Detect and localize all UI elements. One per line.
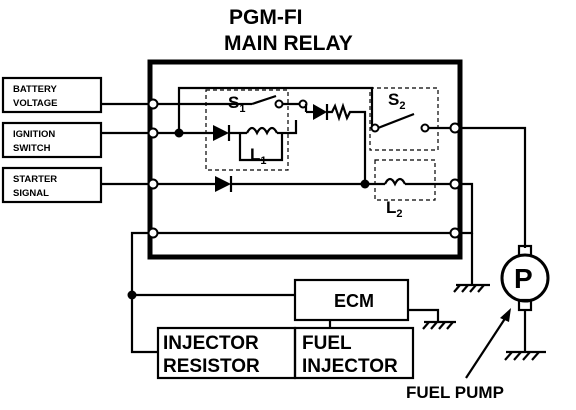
relay-terminal-l2	[449, 178, 461, 190]
l2-coil	[384, 177, 406, 187]
relay-terminal-ground	[449, 227, 461, 239]
s1-contact	[274, 99, 284, 109]
relay-terminal-ignition	[147, 127, 159, 139]
ecm-ground-icon	[422, 320, 456, 330]
s2-contact	[420, 123, 430, 133]
relay-terminal-battery	[147, 98, 159, 110]
starter-signal-box: STARTER SIGNAL	[1, 166, 103, 204]
battery-voltage-box: BATTERY VOLTAGE	[1, 76, 103, 114]
pump-letter: P	[514, 263, 533, 294]
ignition-switch-box: IGNITION SWITCH	[1, 121, 103, 159]
l2-dashed-box	[374, 159, 436, 201]
ecm-label: ECM	[334, 291, 374, 311]
relay-terminal-injector	[147, 227, 159, 239]
fuel-pump-pointer	[465, 313, 509, 379]
title-line-1: PGM-FI	[229, 6, 303, 29]
s2-feed-diode	[313, 104, 327, 120]
fuel-pump-label: FUEL PUMP	[406, 383, 504, 402]
svg-text:SIGNAL: SIGNAL	[13, 188, 49, 199]
relay-terminal-s2-out	[449, 122, 461, 134]
pump-supply-wire	[459, 126, 527, 248]
pump-ground-icon	[504, 350, 546, 361]
s1-label: S1	[228, 93, 245, 115]
s2-switch-blade	[377, 112, 415, 130]
ecm-box	[293, 278, 410, 322]
svg-text:IGNITION: IGNITION	[13, 129, 55, 140]
fuel-injector-line-2: INJECTOR	[302, 356, 398, 377]
l1-return	[238, 133, 284, 162]
s2-feed-resistor	[327, 102, 358, 122]
title-line-2: MAIN RELAY	[224, 32, 353, 55]
relay-terminal-starter	[147, 178, 159, 190]
main-relay-enclosure	[147, 59, 463, 260]
injector-resistor-line-2: RESISTOR	[163, 356, 260, 377]
s1-switch-blade	[251, 94, 277, 106]
svg-text:VOLTAGE: VOLTAGE	[13, 98, 58, 109]
fuel-injector-box	[293, 326, 415, 380]
svg-text:STARTER: STARTER	[13, 174, 57, 185]
l2-label: L2	[386, 198, 403, 220]
fuel-pump-motor-icon: P	[500, 244, 550, 312]
s2-dashed-box	[369, 87, 439, 151]
s2-label: S2	[388, 90, 405, 112]
relay-ground-icon	[453, 283, 490, 293]
starter-diode	[215, 176, 231, 192]
l1-label: L1	[250, 145, 267, 167]
svg-text:BATTERY: BATTERY	[13, 84, 57, 95]
injector-resistor-line-1: INJECTOR	[163, 333, 259, 354]
s1-dashed-box	[205, 89, 289, 171]
l1-coil	[246, 126, 278, 136]
ignition-diode	[213, 125, 229, 141]
inner-top-loop	[177, 86, 374, 133]
svg-text:SWITCH: SWITCH	[13, 143, 51, 154]
resistor-feed-wire	[130, 231, 158, 354]
fuel-injector-line-1: FUEL	[302, 333, 352, 354]
